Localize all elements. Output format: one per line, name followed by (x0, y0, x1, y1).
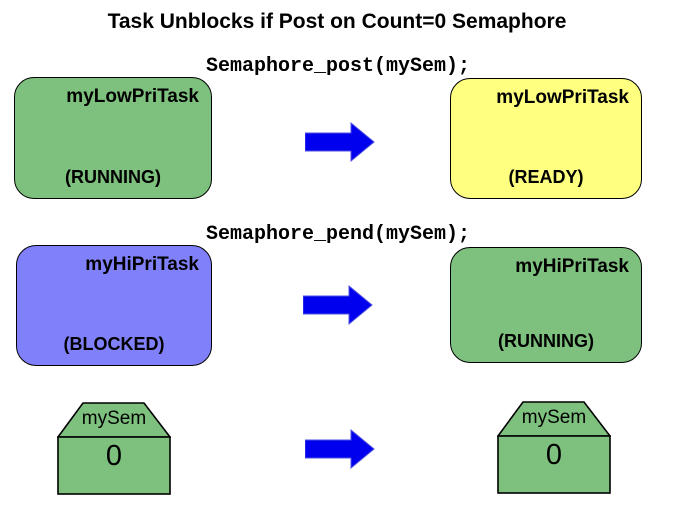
task-state-label: (READY) (508, 167, 584, 187)
semaphore-body-shape (497, 435, 611, 494)
task-state-label: (BLOCKED) (63, 334, 165, 354)
semaphore-count-value: 0 (545, 439, 563, 471)
task-box-myhipritask-after: myHiPriTask (RUNNING) (450, 247, 642, 363)
task-box-myhipritask-before: myHiPriTask (BLOCKED) (16, 245, 212, 366)
semaphore-before: mySem 0 (57, 402, 171, 496)
semaphore-after: mySem 0 (497, 401, 611, 495)
task-name-label: myLowPriTask (496, 87, 629, 108)
right-arrow-icon (305, 122, 375, 162)
task-state-label: (RUNNING) (498, 331, 594, 351)
code-label-semaphore-post: Semaphore_post(mySem); (206, 55, 471, 78)
right-arrow-icon (305, 429, 375, 469)
task-box-mylowpritask-after: myLowPriTask (READY) (450, 78, 642, 199)
right-arrow-icon (305, 122, 375, 162)
task-name-label: myHiPriTask (515, 256, 629, 277)
task-state-label: (RUNNING) (65, 167, 161, 187)
semaphore-count-value: 0 (105, 440, 123, 472)
task-box-mylowpritask-before: myLowPriTask (RUNNING) (14, 77, 212, 199)
right-arrow-icon (305, 429, 375, 469)
page-title: Task Unblocks if Post on Count=0 Semapho… (107, 10, 567, 33)
task-name-label: myHiPriTask (85, 254, 199, 275)
right-arrow-icon (303, 285, 373, 325)
task-name-label: myLowPriTask (66, 86, 199, 107)
semaphore-name-label: mySem (521, 407, 587, 428)
semaphore-name-label: mySem (81, 408, 147, 429)
semaphore-house-shape (57, 402, 171, 495)
semaphore-house-shape (497, 401, 611, 494)
right-arrow-icon (303, 285, 373, 325)
semaphore-body-shape (57, 436, 171, 495)
code-label-semaphore-pend: Semaphore_pend(mySem); (206, 223, 471, 246)
